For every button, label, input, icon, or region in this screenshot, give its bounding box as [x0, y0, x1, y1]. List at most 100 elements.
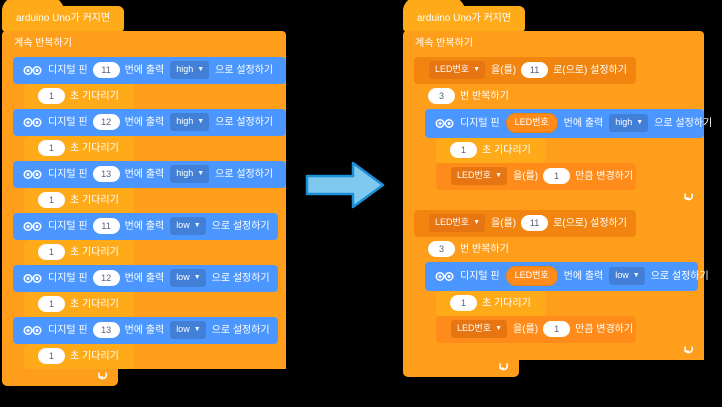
transformation-arrow [305, 160, 385, 215]
wait-block[interactable]: 1 초 기다리기 [24, 188, 134, 217]
repeat-body: 디지털 핀 LED번호 번에 출력 high▼ 으로 설정하기 1 초 기다리기… [414, 109, 712, 194]
level-dropdown[interactable]: high▼ [170, 61, 210, 79]
level-value: high [176, 64, 194, 74]
digital-write-block[interactable]: 디지털 핀 12 번에 출력 high▼ 으로 설정하기 [13, 109, 286, 140]
digital-write-block[interactable]: 디지털 핀 13 번에 출력 low▼ 으로 설정하기 [13, 317, 278, 348]
repeat-header[interactable]: 3 번 반복하기 [414, 237, 524, 266]
wait-seconds-input[interactable]: 1 [450, 295, 477, 311]
variable-dropdown[interactable]: LED번호▼ [429, 214, 486, 232]
repeat-loop-block[interactable]: 3 번 반복하기 디지털 핀 LED번호 번에 출력 high▼ 으로 [414, 84, 712, 207]
set-value-input[interactable]: 11 [521, 215, 549, 231]
dw-mid: 번에 출력 [563, 270, 604, 282]
dw-mid: 번에 출력 [124, 324, 165, 336]
variable-dropdown[interactable]: LED번호▼ [451, 167, 508, 185]
left-forever-footer [2, 369, 118, 386]
dw-suffix: 으로 설정하기 [654, 117, 713, 129]
set-suffix: 로(으로) 설정하기 [553, 64, 627, 76]
pin-input[interactable]: 13 [92, 166, 120, 182]
level-dropdown[interactable]: high▼ [609, 114, 649, 132]
wait-seconds-input[interactable]: 1 [450, 142, 477, 158]
right-hat-label: arduino Uno가 커지면 [417, 13, 512, 24]
dw-mid: 번에 출력 [124, 116, 165, 128]
digital-write-block[interactable]: 디지털 핀 12 번에 출력 low▼ 으로 설정하기 [13, 265, 278, 296]
level-dropdown[interactable]: low▼ [170, 217, 206, 235]
dw-prefix: 디지털 핀 [48, 324, 88, 336]
change-variable-block[interactable]: LED번호▼ 을(를) 1 만큼 변경하기 [436, 163, 636, 194]
change-variable-block[interactable]: LED번호▼ 을(를) 1 만큼 변경하기 [436, 316, 636, 347]
wait-block[interactable]: 1 초 기다리기 [436, 291, 546, 320]
pin-input[interactable]: 11 [92, 218, 120, 234]
wait-block[interactable]: 1 초 기다리기 [24, 136, 134, 165]
dw-prefix: 디지털 핀 [48, 220, 88, 232]
variable-name: LED번호 [457, 323, 492, 333]
arduino-logo-icon [23, 168, 42, 181]
dw-mid: 번에 출력 [124, 220, 165, 232]
wait-seconds-input[interactable]: 1 [38, 88, 65, 104]
wait-seconds-input[interactable]: 1 [38, 348, 65, 364]
wait-block[interactable]: 1 초 기다리기 [436, 138, 546, 167]
arduino-logo-icon [23, 64, 42, 77]
chevron-down-icon: ▼ [197, 118, 205, 125]
level-dropdown[interactable]: high▼ [170, 165, 210, 183]
left-script[interactable]: arduino Uno가 커지면 계속 반복하기 디지털 핀 11 번에 출력 … [2, 0, 286, 386]
right-script[interactable]: arduino Uno가 커지면 계속 반복하기 LED번호▼ 을(를) 11 … [403, 0, 712, 377]
arduino-logo-icon [23, 272, 42, 285]
variable-dropdown[interactable]: LED번호▼ [451, 320, 508, 338]
left-forever-body: 디지털 핀 11 번에 출력 high▼ 으로 설정하기 1 초 기다리기 디 [2, 57, 286, 373]
level-value: high [176, 168, 194, 178]
change-value-input[interactable]: 1 [543, 321, 571, 337]
wait-block[interactable]: 1 초 기다리기 [24, 292, 134, 321]
wait-seconds-input[interactable]: 1 [38, 244, 65, 260]
repeat-label: 번 반복하기 [460, 243, 509, 255]
variable-reporter[interactable]: LED번호 [505, 113, 558, 133]
wait-block[interactable]: 1 초 기다리기 [24, 344, 134, 373]
change-particle: 을(를) [513, 170, 539, 182]
digital-write-block[interactable]: 디지털 핀 LED번호 번에 출력 high▼ 으로 설정하기 [425, 109, 712, 142]
wait-block[interactable]: 1 초 기다리기 [24, 240, 134, 269]
level-value: low [176, 272, 190, 282]
level-dropdown[interactable]: low▼ [170, 269, 206, 287]
right-forever-loop[interactable]: 계속 반복하기 LED번호▼ 을(를) 11 로(으로) 설정하기 3 번 반복… [403, 31, 712, 377]
pin-input[interactable]: 13 [92, 322, 120, 338]
right-forever-header[interactable]: 계속 반복하기 [403, 31, 704, 61]
arduino-logo-icon [23, 324, 42, 337]
left-forever-loop[interactable]: 계속 반복하기 디지털 핀 11 번에 출력 high▼ 으로 설정하기 1 [2, 31, 286, 386]
dw-suffix: 으로 설정하기 [211, 324, 270, 336]
wait-block[interactable]: 1 초 기다리기 [24, 84, 134, 113]
change-value-input[interactable]: 1 [543, 168, 571, 184]
left-forever-header[interactable]: 계속 반복하기 [2, 31, 286, 61]
level-dropdown[interactable]: high▼ [170, 113, 210, 131]
level-dropdown[interactable]: low▼ [609, 267, 645, 285]
set-variable-block[interactable]: LED번호▼ 을(를) 11 로(으로) 설정하기 [414, 57, 636, 88]
digital-write-block[interactable]: 디지털 핀 11 번에 출력 low▼ 으로 설정하기 [13, 213, 278, 244]
digital-write-block[interactable]: 디지털 핀 LED번호 번에 출력 low▼ 으로 설정하기 [425, 262, 709, 295]
left-hat-block[interactable]: arduino Uno가 커지면 [2, 0, 125, 32]
pin-input[interactable]: 12 [92, 270, 120, 286]
dw-prefix: 디지털 핀 [48, 116, 88, 128]
dw-suffix: 으로 설정하기 [215, 168, 274, 180]
set-value-input[interactable]: 11 [521, 62, 549, 78]
repeat-footer [414, 190, 704, 207]
pin-input[interactable]: 12 [92, 114, 120, 130]
repeat-count-input[interactable]: 3 [428, 88, 455, 104]
wait-seconds-input[interactable]: 1 [38, 140, 65, 156]
repeat-label: 번 반복하기 [460, 90, 509, 102]
variable-dropdown[interactable]: LED번호▼ [429, 61, 486, 79]
level-dropdown[interactable]: low▼ [170, 321, 206, 339]
right-hat-block[interactable]: arduino Uno가 커지면 [403, 0, 526, 32]
repeat-loop-block[interactable]: 3 번 반복하기 디지털 핀 LED번호 번에 출력 low▼ 으로 [414, 237, 709, 360]
pin-input[interactable]: 11 [92, 62, 120, 78]
digital-write-block[interactable]: 디지털 핀 11 번에 출력 high▼ 으로 설정하기 [13, 57, 286, 88]
set-variable-block[interactable]: LED번호▼ 을(를) 11 로(으로) 설정하기 [414, 210, 636, 241]
digital-write-block[interactable]: 디지털 핀 13 번에 출력 high▼ 으로 설정하기 [13, 161, 286, 192]
variable-reporter[interactable]: LED번호 [505, 266, 558, 286]
wait-seconds-input[interactable]: 1 [38, 296, 65, 312]
chevron-down-icon: ▼ [473, 66, 481, 73]
wait-label: 초 기다리기 [70, 298, 119, 310]
wait-label: 초 기다리기 [482, 144, 531, 156]
dw-mid: 번에 출력 [124, 272, 165, 284]
repeat-header[interactable]: 3 번 반복하기 [414, 84, 524, 113]
wait-seconds-input[interactable]: 1 [38, 192, 65, 208]
repeat-count-input[interactable]: 3 [428, 241, 455, 257]
arduino-logo-icon [23, 220, 42, 233]
